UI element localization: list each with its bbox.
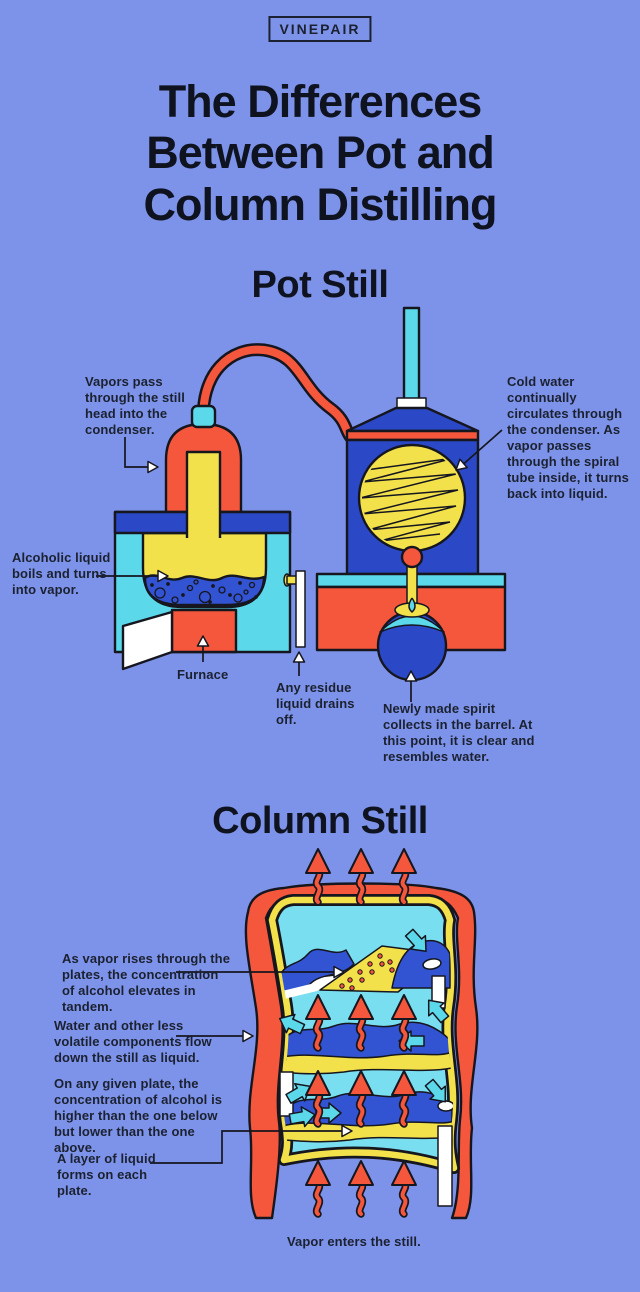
column-connector-lines — [150, 965, 353, 1164]
plate-supports — [279, 975, 453, 1207]
annotation-spirit: Newly made spirit collects in the barrel… — [383, 701, 535, 764]
pot-connector-lines — [96, 429, 503, 702]
page-title: The Differences Between Pot and Column D… — [0, 76, 640, 230]
logo-text: VINEPAIR — [279, 21, 361, 37]
annotation-vapor-rises: As vapor rises through the plates, the c… — [62, 951, 231, 1014]
furnace-door — [121, 610, 174, 671]
condenser — [315, 306, 507, 682]
annotation-residue: Any residue liquid drains off. — [276, 680, 355, 727]
title-line-2: Between Pot and — [146, 127, 495, 179]
spirit-barrel — [376, 597, 448, 682]
pot-still-diagram — [96, 306, 507, 702]
pot-still-heading: Pot Still — [251, 264, 389, 306]
annotation-plate-concentration: On any given plate, the concentration of… — [54, 1076, 223, 1155]
vinepair-logo: VINEPAIR — [268, 16, 372, 42]
column-still-diagram — [150, 849, 479, 1220]
water-pipe — [402, 306, 421, 404]
annotation-furnace: Furnace — [177, 667, 229, 682]
title-line-3: Column Distilling — [143, 178, 498, 230]
column-still-heading: Column Still — [212, 800, 428, 842]
spirit-droplet — [408, 597, 416, 613]
swan-neck-pipe — [196, 343, 367, 449]
annotation-alcoholic: Alcoholic liquid boils and turns into va… — [12, 550, 111, 597]
still-pot — [113, 404, 306, 671]
annotation-vapor-enters: Vapor enters the still. — [287, 1234, 421, 1249]
drain-tube — [295, 570, 306, 648]
annotation-water-flows: Water and other less volatile components… — [54, 1018, 212, 1065]
title-line-1: The Differences — [158, 76, 483, 127]
annotation-liquid-layer: A layer of liquid forms on each plate. — [57, 1151, 156, 1198]
liquid-bubbles — [150, 579, 258, 604]
annotation-vapors: Vapors pass through the still head into … — [85, 374, 185, 437]
condenser-coil — [357, 443, 467, 553]
annotation-cold-water: Cold water continually circulates throug… — [507, 374, 629, 501]
